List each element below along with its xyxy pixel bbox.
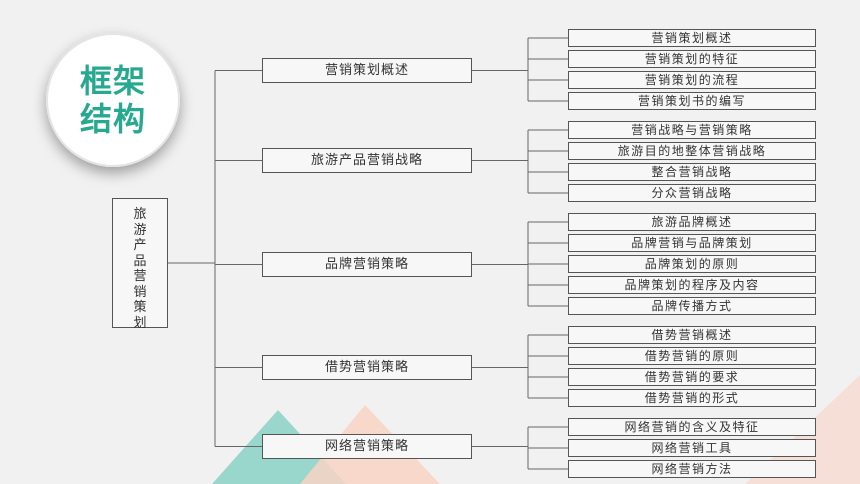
leaf-node: 分众营销战略: [568, 184, 816, 202]
framework-badge: 框架结构: [46, 33, 180, 167]
root-label: 旅游产品营销策划: [133, 207, 147, 331]
leaf-node: 品牌策划的程序及内容: [568, 276, 816, 294]
leaf-node: 借势营销的形式: [568, 389, 816, 407]
root-node: 旅游产品营销策划: [112, 198, 168, 331]
leaf-node: 旅游目的地整体营销战略: [568, 142, 816, 160]
leaf-node: 网络营销方法: [568, 460, 816, 478]
leaf-node: 借势营销的要求: [568, 368, 816, 386]
branch-node: 旅游产品营销战略: [262, 148, 472, 173]
branch-node: 网络营销策略: [262, 434, 472, 459]
badge-title: 框架结构: [79, 62, 146, 138]
leaf-node: 营销战略与营销策略: [568, 121, 816, 139]
leaf-node: 旅游品牌概述: [568, 213, 816, 231]
leaf-node: 营销策划的流程: [568, 71, 816, 89]
leaf-node: 网络营销的含义及特征: [568, 418, 816, 436]
leaf-node: 品牌策划的原则: [568, 255, 816, 273]
leaf-node: 营销策划概述: [568, 29, 816, 47]
branch-node: 借势营销策略: [262, 355, 472, 380]
leaf-node: 品牌传播方式: [568, 297, 816, 315]
leaf-node: 网络营销工具: [568, 439, 816, 457]
leaf-node: 借势营销的原则: [568, 347, 816, 365]
branch-node: 营销策划概述: [262, 58, 472, 83]
branch-node: 品牌营销策略: [262, 252, 472, 277]
leaf-node: 品牌营销与品牌策划: [568, 234, 816, 252]
leaf-node: 营销策划书的编写: [568, 92, 816, 110]
leaf-node: 借势营销概述: [568, 326, 816, 344]
leaf-node: 整合营销战略: [568, 163, 816, 181]
leaf-node: 营销策划的特征: [568, 50, 816, 68]
